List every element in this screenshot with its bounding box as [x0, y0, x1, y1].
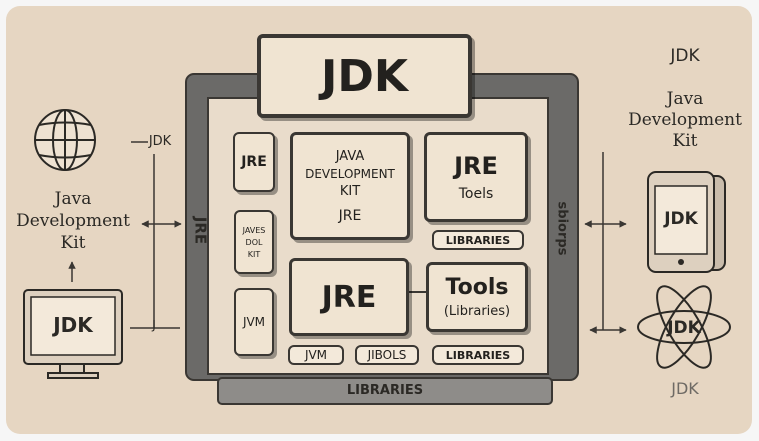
frame-bottom-label: LIBRARIES [346, 383, 424, 398]
libraries-bar [217, 377, 553, 405]
right-bottom-jdk-label: JDK [671, 379, 699, 398]
tablet-jdk-label: JDK [664, 209, 698, 229]
libraries-top-label: LIBRARIES [445, 233, 511, 247]
java-dev-kit-line3: KIT [339, 183, 361, 199]
tools-title: Tools [445, 275, 509, 300]
jibols-pill-label: JIBOLS [367, 348, 407, 362]
monitor-jdk-label: JDK [53, 313, 93, 337]
java-dev-kit-box: JAVA DEVELOPMENT KIT JRE [290, 132, 410, 240]
jvm-pill-label: JVM [304, 348, 328, 362]
jre-small-label: JRE [241, 154, 267, 170]
right-top-jdk-label: JDK [670, 46, 700, 66]
jre-small-box: JRE [233, 132, 275, 192]
atom-jdk-label: JDK [667, 318, 701, 338]
frame-left-label: JRE [191, 216, 210, 245]
left-java-line2: Development [16, 211, 130, 231]
left-dash-label: J [152, 318, 156, 332]
jre-tools-box: JRE Toels [424, 132, 528, 222]
jre-big-box: JRE [289, 258, 409, 336]
tools-libraries-box: Tools (Libraries) [426, 262, 528, 332]
jave-dol-kit-line2: DOL [245, 237, 263, 247]
tablet-icon [647, 171, 726, 273]
jave-dol-kit-box: JAVES DOL KIT [234, 210, 274, 274]
jvm-small-label: JVM [242, 315, 266, 329]
jre-big-label: JRE [321, 279, 377, 315]
right-java-line2: Development [628, 110, 742, 130]
frame-right-label: sbiorps [554, 201, 570, 256]
jdk-title: JDK [321, 50, 408, 102]
left-jdk-label: JDK [148, 134, 172, 149]
jibols-pill: JIBOLS [355, 345, 419, 365]
java-dev-kit-line4: JRE [338, 207, 362, 224]
libraries-pill: LIBRARIES [432, 345, 524, 365]
left-java-line1: Java [54, 189, 92, 209]
jave-dol-kit-line3: KIT [247, 249, 261, 259]
jdk-title-box: JDK [257, 34, 472, 118]
right-java-line1: Java [666, 89, 704, 109]
monitor-icon [23, 289, 123, 379]
jvm-small-box: JVM [234, 288, 274, 356]
jvm-pill: JVM [288, 345, 344, 365]
atom-icon [637, 285, 731, 369]
right-java-line3: Kit [672, 131, 698, 151]
jre-tools-title: JRE [454, 152, 498, 180]
left-java-line3: Kit [60, 233, 86, 253]
globe-icon [34, 109, 96, 171]
jave-dol-kit-line1: JAVES [242, 225, 266, 235]
libraries-top-pill: LIBRARIES [432, 230, 524, 250]
tools-sub: (Libraries) [443, 304, 511, 319]
jre-tools-sub: Toels [458, 186, 494, 202]
java-dev-kit-line1: JAVA [335, 148, 365, 164]
libraries-pill-label: LIBRARIES [445, 348, 511, 362]
java-dev-kit-line2: DEVELOPMENT [305, 166, 395, 181]
